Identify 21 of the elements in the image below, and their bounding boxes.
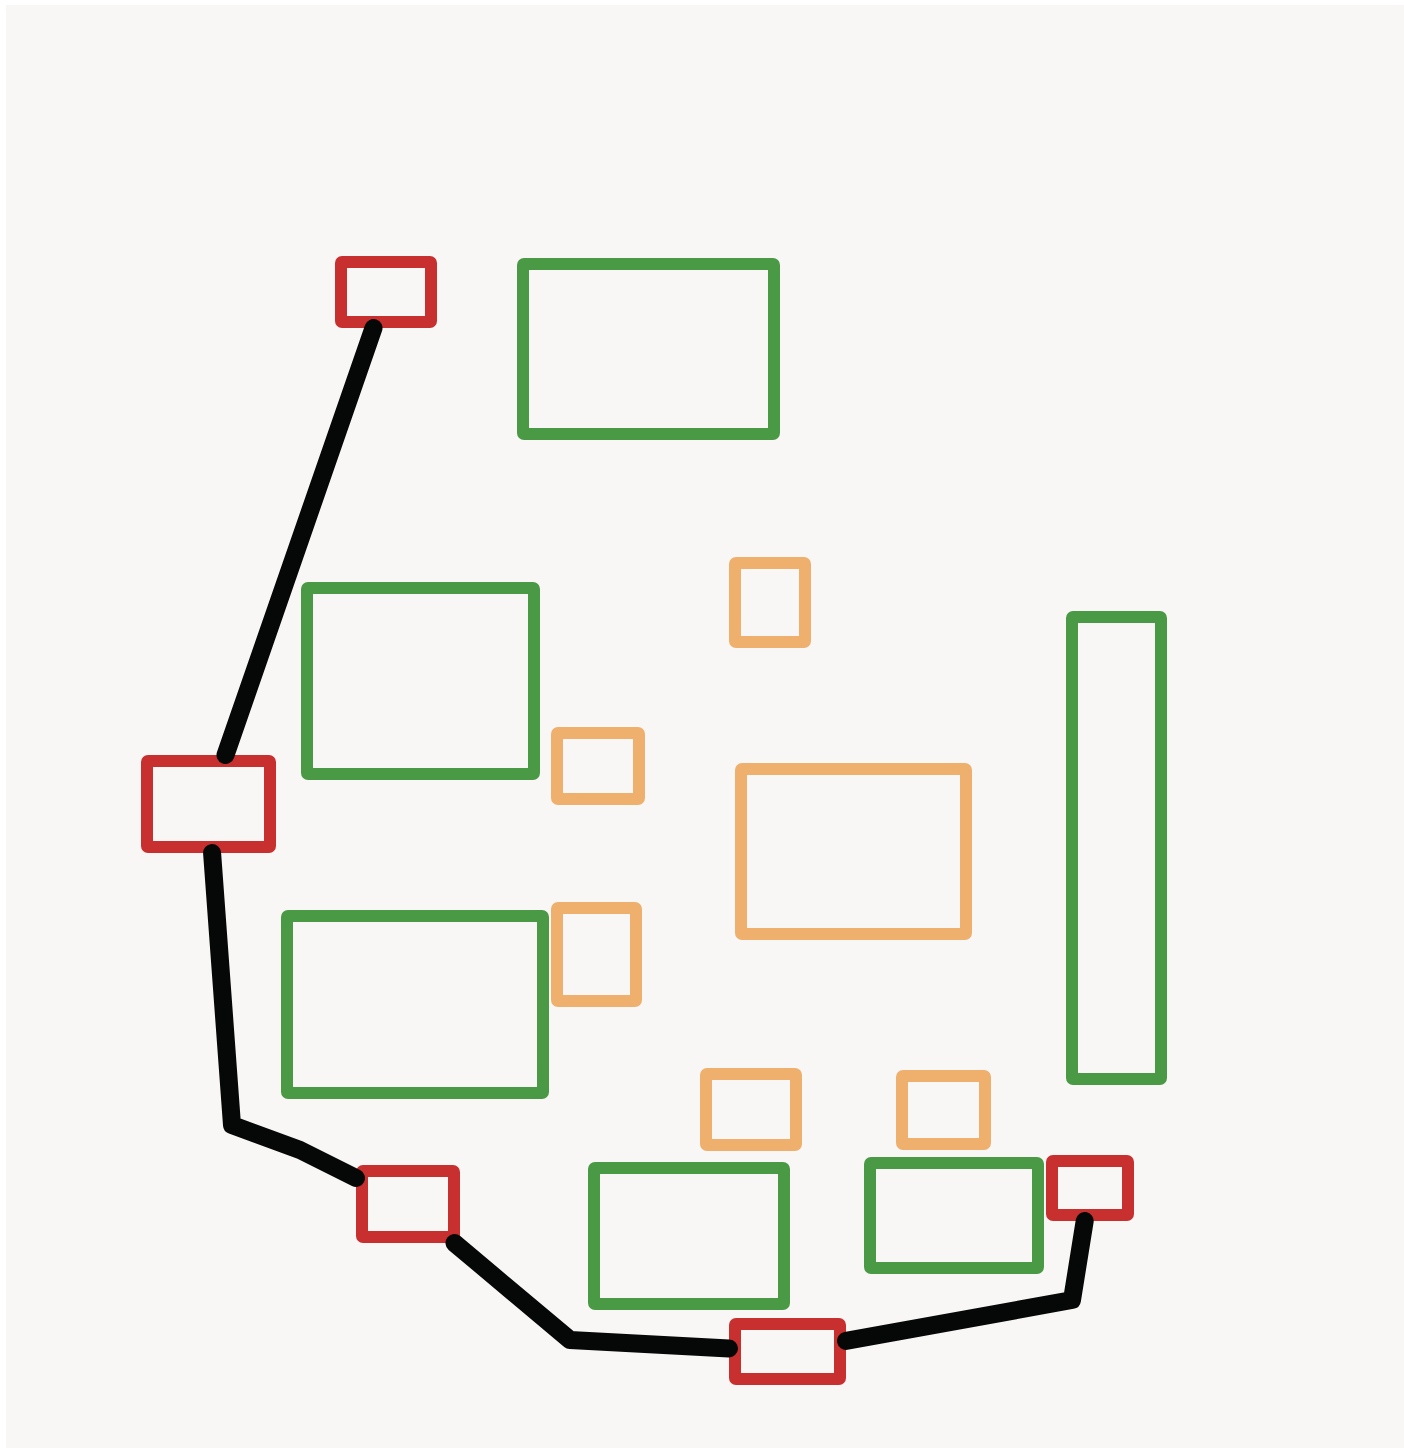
rectangle-outline — [1066, 611, 1167, 1085]
rectangle-outline — [281, 910, 549, 1099]
rectangle-outline — [141, 755, 276, 853]
rectangle-outline — [551, 727, 645, 805]
rectangle-outline — [301, 582, 540, 780]
rectangle-outline — [335, 256, 437, 328]
rectangle-outline — [1046, 1155, 1134, 1221]
rectangle-outline — [356, 1165, 460, 1243]
rectangle-outline — [517, 258, 780, 440]
rectangle-outline — [729, 1318, 846, 1385]
rectangle-outline — [735, 763, 972, 940]
connector-line — [445, 1234, 738, 1358]
rectangle-outline — [700, 1068, 802, 1151]
rectangle-outline — [896, 1070, 991, 1150]
connector-line — [216, 319, 383, 764]
connector-line — [837, 1212, 1094, 1350]
rectangle-outline — [729, 557, 811, 648]
rectangle-outline — [588, 1162, 790, 1310]
rectangle-outline — [864, 1157, 1044, 1274]
rectangle-outline — [551, 902, 642, 1007]
connector-line — [203, 844, 365, 1187]
